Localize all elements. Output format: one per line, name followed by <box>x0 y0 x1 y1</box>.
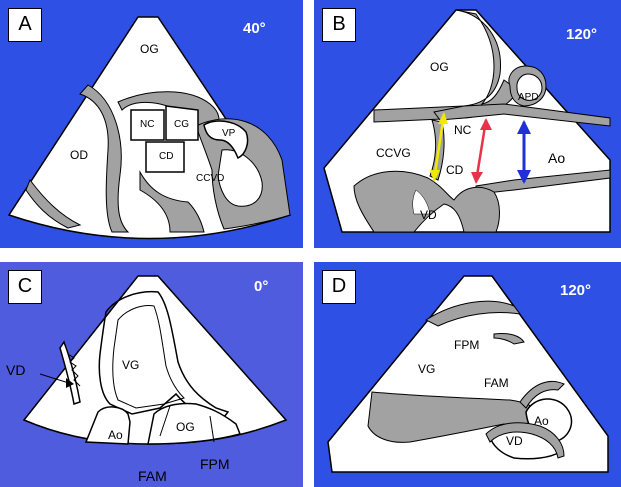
tissue-lower-b <box>353 170 500 233</box>
d-fam-label: FAM <box>484 376 509 390</box>
ao-c <box>84 406 131 445</box>
c-og-label: OG <box>176 420 195 434</box>
panel-a-letter: A <box>8 8 42 42</box>
tissue-left2-a <box>25 178 82 229</box>
tissue-left-a <box>79 84 130 233</box>
d-fpm-label: FPM <box>454 338 480 352</box>
panel-a-drawing <box>7 16 292 240</box>
red-arrow-head-bottom-b <box>471 172 483 184</box>
panel-d-drawing <box>327 275 609 473</box>
c-vd-label: VD <box>6 362 26 378</box>
vd-zigzag-c <box>67 353 81 387</box>
red-arrow-b <box>474 119 488 183</box>
a-od-label: OD <box>70 148 88 162</box>
b-ccvg-label: CCVG <box>376 146 411 160</box>
blue-arrow-head-bottom-b <box>517 170 531 184</box>
fpm-pointer-c <box>209 415 215 443</box>
d-ao-label: Ao <box>534 414 549 428</box>
blue-arrow-head-top-b <box>517 120 531 134</box>
c-vg-label: VG <box>122 358 140 372</box>
fam-tissue-d <box>519 380 565 409</box>
fpm-tissue-d <box>493 333 525 345</box>
a-nc-label: NC <box>140 119 155 130</box>
nc-cusp-a <box>130 109 165 141</box>
yellow-arrow-head-bottom-b <box>430 170 440 182</box>
yellow-arrow-head-top-b <box>438 112 448 124</box>
panel-c-angle: 0° <box>254 278 269 295</box>
vd-pointer-arrow-c <box>66 378 74 388</box>
b-vd-label: VD <box>420 208 437 222</box>
panel-b-angle: 120° <box>566 26 598 43</box>
a-ccvd-label: CCVD <box>196 173 225 184</box>
ccvd-chamber-a <box>217 149 263 207</box>
panel-b: B 120° OG APD NC CCVG CD Ao VD <box>314 0 621 248</box>
c-fam-label: FAM <box>138 468 167 484</box>
c-fpm-label: FPM <box>200 456 230 472</box>
red-arrow-head-top-b <box>480 118 492 130</box>
vp-a <box>203 120 249 160</box>
ccvd-vd-b <box>412 189 431 215</box>
b-apd-label: APD <box>518 92 539 103</box>
og-c <box>147 402 242 445</box>
cd-cusp-a <box>145 141 185 173</box>
panel-c-letter: C <box>8 270 42 304</box>
a-cg-label: CG <box>174 119 189 130</box>
panel-d-angle: 120° <box>560 282 592 299</box>
aortic-wall-top-b <box>433 103 611 127</box>
vg-inner-c <box>112 305 185 409</box>
panel-b-drawing <box>323 9 611 233</box>
b-og-label: OG <box>430 60 449 74</box>
a-cd-label: CD <box>159 151 174 162</box>
vd-wall-d <box>485 422 565 459</box>
tissue-lower-a <box>139 170 205 233</box>
b-cd-label: CD <box>446 163 464 177</box>
a-vp-label: VP <box>222 128 236 139</box>
panel-c-drawing <box>22 275 288 445</box>
panel-d: D 120° FPM VG FAM Ao VD <box>314 262 621 487</box>
panel-a-angle: 40° <box>243 20 266 37</box>
apd-b <box>516 73 543 101</box>
b-nc-label: NC <box>454 123 472 137</box>
panel-c: C 0° VD VG Ao OG FAM FPM <box>0 262 303 487</box>
a-og-label: OG <box>140 42 159 56</box>
panel-b-letter: B <box>322 8 356 42</box>
panel-a: A 40° OG OD NC CG CD VP CCVD <box>0 0 303 248</box>
cg-cusp-a <box>165 105 199 141</box>
b-ao-label: Ao <box>548 150 566 166</box>
vd-chamber-c <box>59 340 81 405</box>
d-vg-label: VG <box>418 362 436 376</box>
tissue-top-d <box>424 300 522 327</box>
d-vd-label: VD <box>506 434 523 448</box>
yellow-arrow-b <box>432 113 446 181</box>
panel-d-letter: D <box>322 270 356 304</box>
c-ao-label: Ao <box>108 428 123 442</box>
fam-pointer-c <box>159 405 171 437</box>
